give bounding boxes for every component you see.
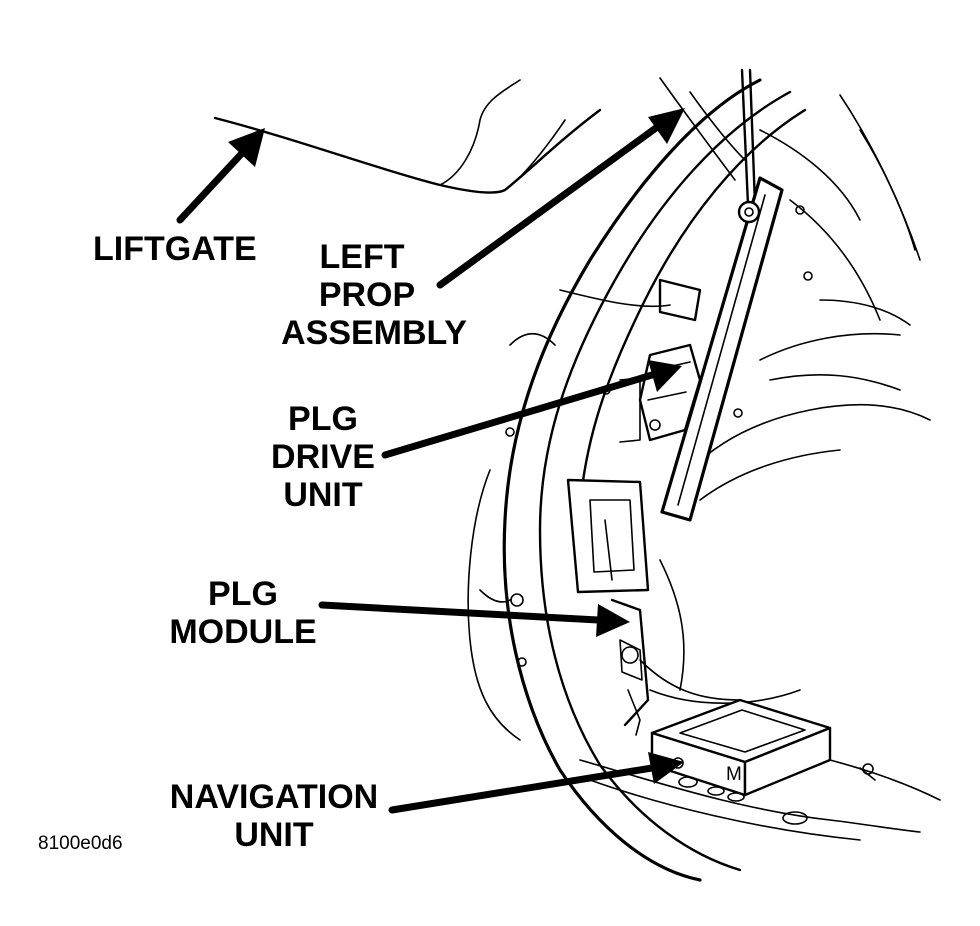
body-opening-frame xyxy=(467,78,921,882)
left-prop-assembly-label-line-2: PROP xyxy=(319,276,415,314)
plg-module-arrow xyxy=(318,601,630,637)
navigation-unit-label-line-1: NAVIGATION xyxy=(170,778,378,816)
liftgate-label: LIFTGATE xyxy=(93,230,257,268)
figure-code-label: 8100e0d6 xyxy=(38,833,123,854)
left-prop-assembly-arrow xyxy=(436,108,685,289)
plg-drive-unit-label-line-2: DRIVE xyxy=(271,438,375,476)
plg-drive-unit-label-line-1: PLG xyxy=(288,400,358,438)
liftgate-outline xyxy=(213,77,746,194)
plg-module-drawing xyxy=(566,478,650,736)
liftgate-arrow xyxy=(176,128,265,224)
floor-sill-lines xyxy=(579,759,941,841)
left-prop-assembly-label-line-3: ASSEMBLY xyxy=(281,314,467,352)
left-prop-assembly-drawing xyxy=(660,68,784,522)
navigation-unit-drawing: M xyxy=(650,698,832,802)
left-prop-assembly-label-line-1: LEFT xyxy=(320,238,405,276)
plg-drive-unit-label-line-3: UNIT xyxy=(283,476,363,514)
interior-panel-lines xyxy=(639,299,931,704)
callout-labels: LIFTGATE LEFT PROP ASSEMBLY PLG DRIVE UN… xyxy=(38,230,467,854)
navigation-unit-label-line-2: UNIT xyxy=(234,816,314,854)
plg-module-label-line-2: MODULE xyxy=(169,613,316,651)
module-marking-text: M xyxy=(726,764,742,785)
navigation-unit-arrow xyxy=(388,752,684,814)
leader-arrows xyxy=(176,108,685,814)
vehicle-line-art: M xyxy=(213,68,941,882)
plg-drive-unit-arrow xyxy=(381,360,682,459)
plg-module-label-line-1: PLG xyxy=(208,575,278,613)
